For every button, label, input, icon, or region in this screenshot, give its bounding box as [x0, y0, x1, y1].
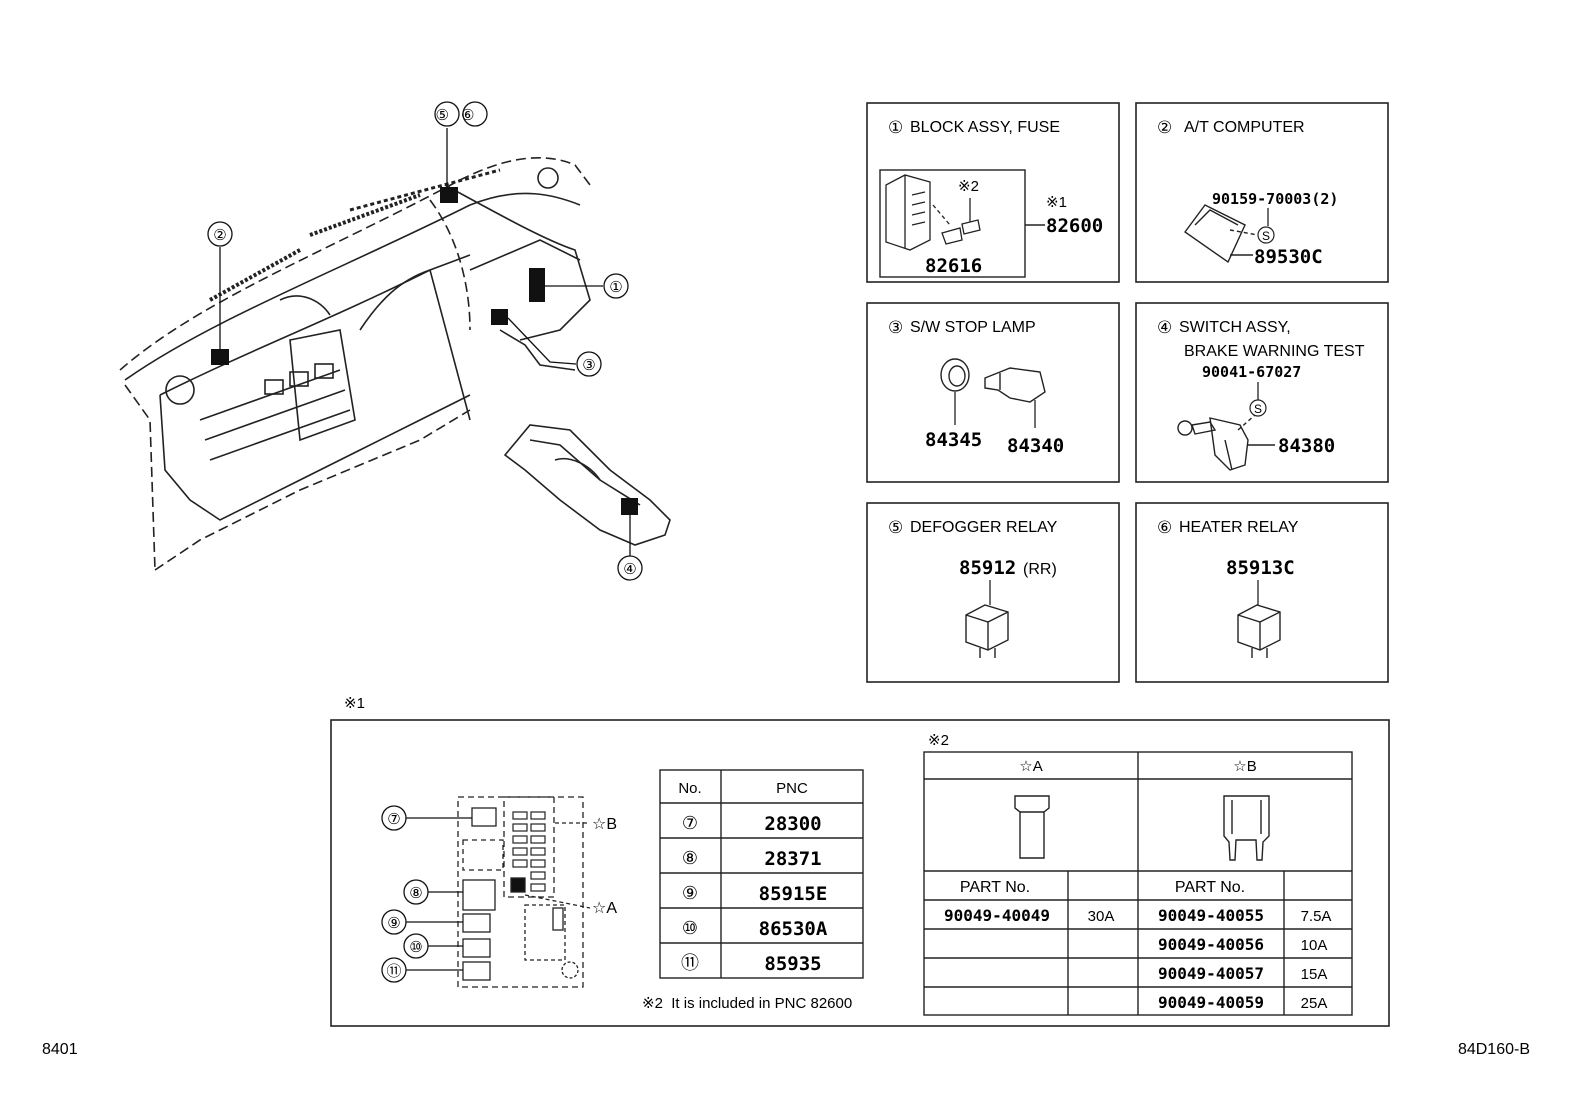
panel-switch-assy: ④ SWITCH ASSY, BRAKE WARNING TEST 90041-… — [1157, 318, 1365, 471]
callout-leaders — [219, 128, 631, 556]
pnc-header-no: No. — [678, 780, 701, 797]
panel-sw-stop-lamp: ③ S/W STOP LAMP 84345 84340 — [888, 318, 1064, 457]
callout-9: ⑨ — [387, 915, 400, 932]
panel-1-title: BLOCK ASSY, FUSE — [910, 119, 1060, 136]
fuse-block-diagram — [457, 796, 591, 988]
floor-console — [503, 424, 671, 546]
amp-b-row-1: 7.5A — [1301, 908, 1332, 925]
part-b-row-4: 90049-40059 — [1158, 993, 1264, 1012]
screw-symbol-s-2: S — [1254, 402, 1262, 416]
part-b-row-1: 90049-40055 — [1158, 906, 1264, 925]
heater-relay-icon — [1237, 604, 1281, 658]
label-90159-70003: 90159-70003(2) — [1212, 190, 1338, 208]
panel-3-number: ③ — [888, 318, 903, 337]
panel-1-number: ① — [888, 118, 903, 137]
part-no-header-b: PART No. — [1175, 879, 1245, 896]
pnc-row-4-no: ⑩ — [682, 918, 698, 938]
panel-5-number: ⑤ — [888, 518, 903, 537]
label-note-2: ※2 — [958, 178, 979, 195]
panel-heater-relay: ⑥ HEATER RELAY 85913C — [1157, 518, 1299, 658]
star-b-label: ☆B — [592, 816, 617, 833]
fuse-a-icon — [1014, 795, 1050, 859]
label-82616: 82616 — [925, 255, 982, 277]
part-b-row-2: 90049-40056 — [1158, 935, 1264, 954]
col-star-b: ☆B — [1233, 758, 1256, 775]
pnc-row-2-pnc: 28371 — [764, 848, 821, 870]
location-markers — [211, 187, 638, 515]
panel-4-number: ④ — [1157, 318, 1172, 337]
callout-7: ⑦ — [387, 811, 400, 828]
part-panels — [866, 102, 1389, 683]
label-note-1: ※1 — [1046, 194, 1067, 211]
callout-1: ① — [609, 279, 622, 296]
pnc-row-1-no: ⑦ — [682, 813, 698, 833]
panel-2-number: ② — [1157, 118, 1172, 137]
pnc-row-5-pnc: 85935 — [764, 953, 821, 975]
label-85913C: 85913C — [1226, 557, 1295, 579]
label-rr: (RR) — [1023, 561, 1057, 578]
label-89530C: 89530C — [1254, 246, 1323, 268]
footer-page-code: 8401 — [42, 1041, 78, 1058]
panel-6-number: ⑥ — [1157, 518, 1172, 537]
callout-4: ④ — [623, 561, 636, 578]
fuse-block-callouts: ⑦ ⑧ ⑨ ⑩ ⑪ ☆B ☆A — [381, 805, 617, 983]
pnc-table: No. PNC ⑦ 28300 ⑧ 28371 ⑨ 85915E ⑩ 86530… — [659, 769, 864, 979]
dashboard-callouts: ② ⑤⑥ ① ③ ④ — [207, 101, 643, 581]
note-1-mark: ※1 — [344, 695, 365, 712]
label-84380: 84380 — [1278, 435, 1335, 457]
panel-2-title: A/T COMPUTER — [1184, 119, 1305, 136]
label-90041-67027: 90041-67027 — [1202, 363, 1301, 381]
panel-defogger-relay: ⑤ DEFOGGER RELAY 85912 (RR) — [888, 518, 1058, 658]
part-b-row-3: 90049-40057 — [1158, 964, 1264, 983]
panel-at-computer: ② A/T COMPUTER 90159-70003(2) S 89530C — [1157, 118, 1338, 268]
amp-b-row-3: 15A — [1301, 966, 1328, 983]
callout-8: ⑧ — [409, 885, 422, 902]
amp-b-row-4: 25A — [1301, 995, 1328, 1012]
pnc-row-5-no: ⑪ — [681, 953, 699, 973]
callout-11: ⑪ — [386, 963, 401, 980]
note-2-footnote: ※2 It is included in PNC 82600 — [642, 995, 852, 1012]
dashboard-illustration — [119, 156, 591, 571]
fuse-block-icon — [885, 174, 981, 251]
note-2-mark: ※2 — [928, 732, 949, 749]
callout-5-6: ⑤⑥ — [436, 107, 487, 124]
part-no-header-a: PART No. — [960, 879, 1030, 896]
amp-a-row-1: 30A — [1088, 908, 1115, 925]
callout-2: ② — [213, 227, 226, 244]
label-84345: 84345 — [925, 429, 982, 451]
part-a-row-1: 90049-40049 — [944, 906, 1050, 925]
callout-3: ③ — [582, 357, 595, 374]
note-1-box — [330, 719, 1390, 1027]
fuse-b-icon — [1223, 795, 1270, 861]
label-85912: 85912 — [959, 557, 1016, 579]
stop-lamp-switch-icon — [940, 358, 1046, 403]
label-82600: 82600 — [1046, 215, 1103, 237]
label-84340: 84340 — [1007, 435, 1064, 457]
defogger-relay-icon — [965, 604, 1009, 658]
pnc-row-1-pnc: 28300 — [764, 813, 821, 835]
panel-5-title: DEFOGGER RELAY — [910, 519, 1058, 536]
pnc-row-2-no: ⑧ — [682, 848, 698, 868]
amp-b-row-2: 10A — [1301, 937, 1328, 954]
panel-block-assy-fuse: ① BLOCK ASSY, FUSE ※2 ※1 82600 82616 — [879, 118, 1103, 278]
panel-4-title-line2: BRAKE WARNING TEST — [1184, 343, 1365, 360]
screw-symbol-s: S — [1262, 229, 1270, 243]
callout-10: ⑩ — [409, 939, 422, 956]
brake-warning-switch-icon — [1177, 414, 1256, 471]
pnc-row-3-no: ⑨ — [682, 883, 698, 903]
col-star-a: ☆A — [1019, 758, 1042, 775]
panel-3-title: S/W STOP LAMP — [910, 319, 1036, 336]
pnc-row-4-pnc: 86530A — [759, 918, 828, 940]
pnc-row-3-pnc: 85915E — [759, 883, 828, 905]
panel-4-title: SWITCH ASSY, — [1179, 319, 1291, 336]
star-a-label: ☆A — [592, 900, 617, 917]
pnc-header-pnc: PNC — [776, 780, 808, 797]
footer-figure-code: 84D160-B — [1458, 1041, 1530, 1058]
fuse-parts-table: ☆A ☆B PART No. PART No. 90049-40049 30A … — [923, 751, 1353, 1016]
panel-6-title: HEATER RELAY — [1179, 519, 1299, 536]
at-computer-icon — [1184, 204, 1259, 264]
